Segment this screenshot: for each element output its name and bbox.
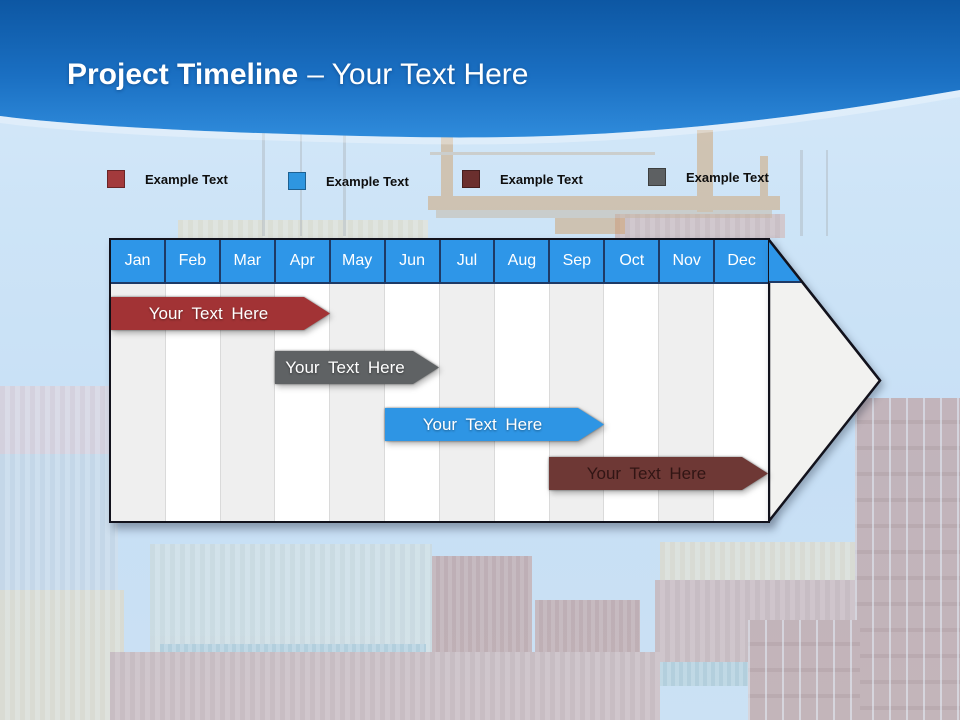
- gantt-bar: Your Text Here: [385, 408, 604, 441]
- legend-label: Example Text: [145, 171, 228, 187]
- gantt-bar-label: Your Text Here: [422, 414, 543, 434]
- container-block: [178, 220, 428, 238]
- month-header-cell: May: [330, 240, 386, 282]
- crane-cable: [826, 150, 828, 236]
- gantt-bar-shape: Your Text Here: [111, 297, 330, 330]
- legend-item: Example Text: [648, 168, 769, 186]
- month-column: [439, 284, 495, 521]
- gantt-bar: Your Text Here: [111, 297, 330, 330]
- container-block: [0, 590, 124, 720]
- gantt-bar-label: Your Text Here: [285, 357, 405, 377]
- month-column: [330, 284, 386, 521]
- crane-cab: [555, 218, 625, 234]
- container-stack-right: [855, 398, 960, 720]
- gantt-bar-shape: Your Text Here: [275, 351, 439, 384]
- container-block: [0, 454, 118, 590]
- month-header-cell: Aug: [495, 240, 551, 282]
- month-header-cell: Oct: [605, 240, 661, 282]
- big-arrow-head: [768, 238, 882, 523]
- month-header-cell: Jul: [440, 240, 496, 282]
- crane-post: [441, 130, 453, 200]
- legend-label: Example Text: [686, 169, 769, 185]
- container-block: [615, 214, 785, 238]
- crane-cable: [262, 128, 265, 236]
- legend-swatch: [107, 170, 125, 188]
- slide-title-rest: – Your Text Here: [307, 58, 529, 91]
- slide-title-bold: Project Timeline: [67, 58, 299, 91]
- month-header-cell: Sep: [550, 240, 606, 282]
- legend-swatch: [288, 172, 306, 190]
- crane-railing: [430, 152, 655, 155]
- month-column: [385, 284, 440, 521]
- gantt-bar: Your Text Here: [549, 457, 768, 490]
- slide-title: Project Timeline– Your Text Here: [67, 58, 528, 92]
- crane-post: [697, 130, 713, 212]
- legend-item: Example Text: [288, 172, 409, 190]
- month-header-cell: Jan: [111, 240, 166, 282]
- month-header-cell: Dec: [715, 240, 769, 282]
- month-header-cell: Feb: [165, 240, 221, 282]
- container-stack-right: [748, 620, 860, 720]
- month-header-cell: Apr: [275, 240, 331, 282]
- crane-beam: [428, 196, 780, 210]
- gantt-bar: Your Text Here: [275, 351, 439, 384]
- month-header-cell: Mar: [220, 240, 276, 282]
- gantt-bar-shape: Your Text Here: [549, 457, 768, 490]
- header-wave-band: [0, 0, 960, 145]
- gantt-bar-label: Your Text Here: [148, 303, 269, 323]
- container-block: [0, 386, 118, 454]
- legend-label: Example Text: [326, 173, 409, 189]
- container-block: [110, 652, 660, 720]
- legend-swatch: [648, 168, 666, 186]
- crane-beam: [436, 210, 772, 218]
- crane-post: [760, 156, 768, 206]
- month-column: [494, 284, 550, 521]
- legend-item: Example Text: [462, 170, 583, 188]
- legend-label: Example Text: [500, 171, 583, 187]
- gantt-bar-label: Your Text Here: [586, 463, 707, 483]
- crane-cable: [343, 128, 346, 236]
- crane-cable: [800, 150, 803, 236]
- legend: Example Text Example Text Example Text Exam…: [0, 168, 960, 193]
- month-header-cell: Nov: [660, 240, 716, 282]
- legend-swatch: [462, 170, 480, 188]
- month-header-cell: Jun: [385, 240, 441, 282]
- gantt-bar-shape: Your Text Here: [385, 408, 604, 441]
- legend-item: Example Text: [107, 170, 228, 188]
